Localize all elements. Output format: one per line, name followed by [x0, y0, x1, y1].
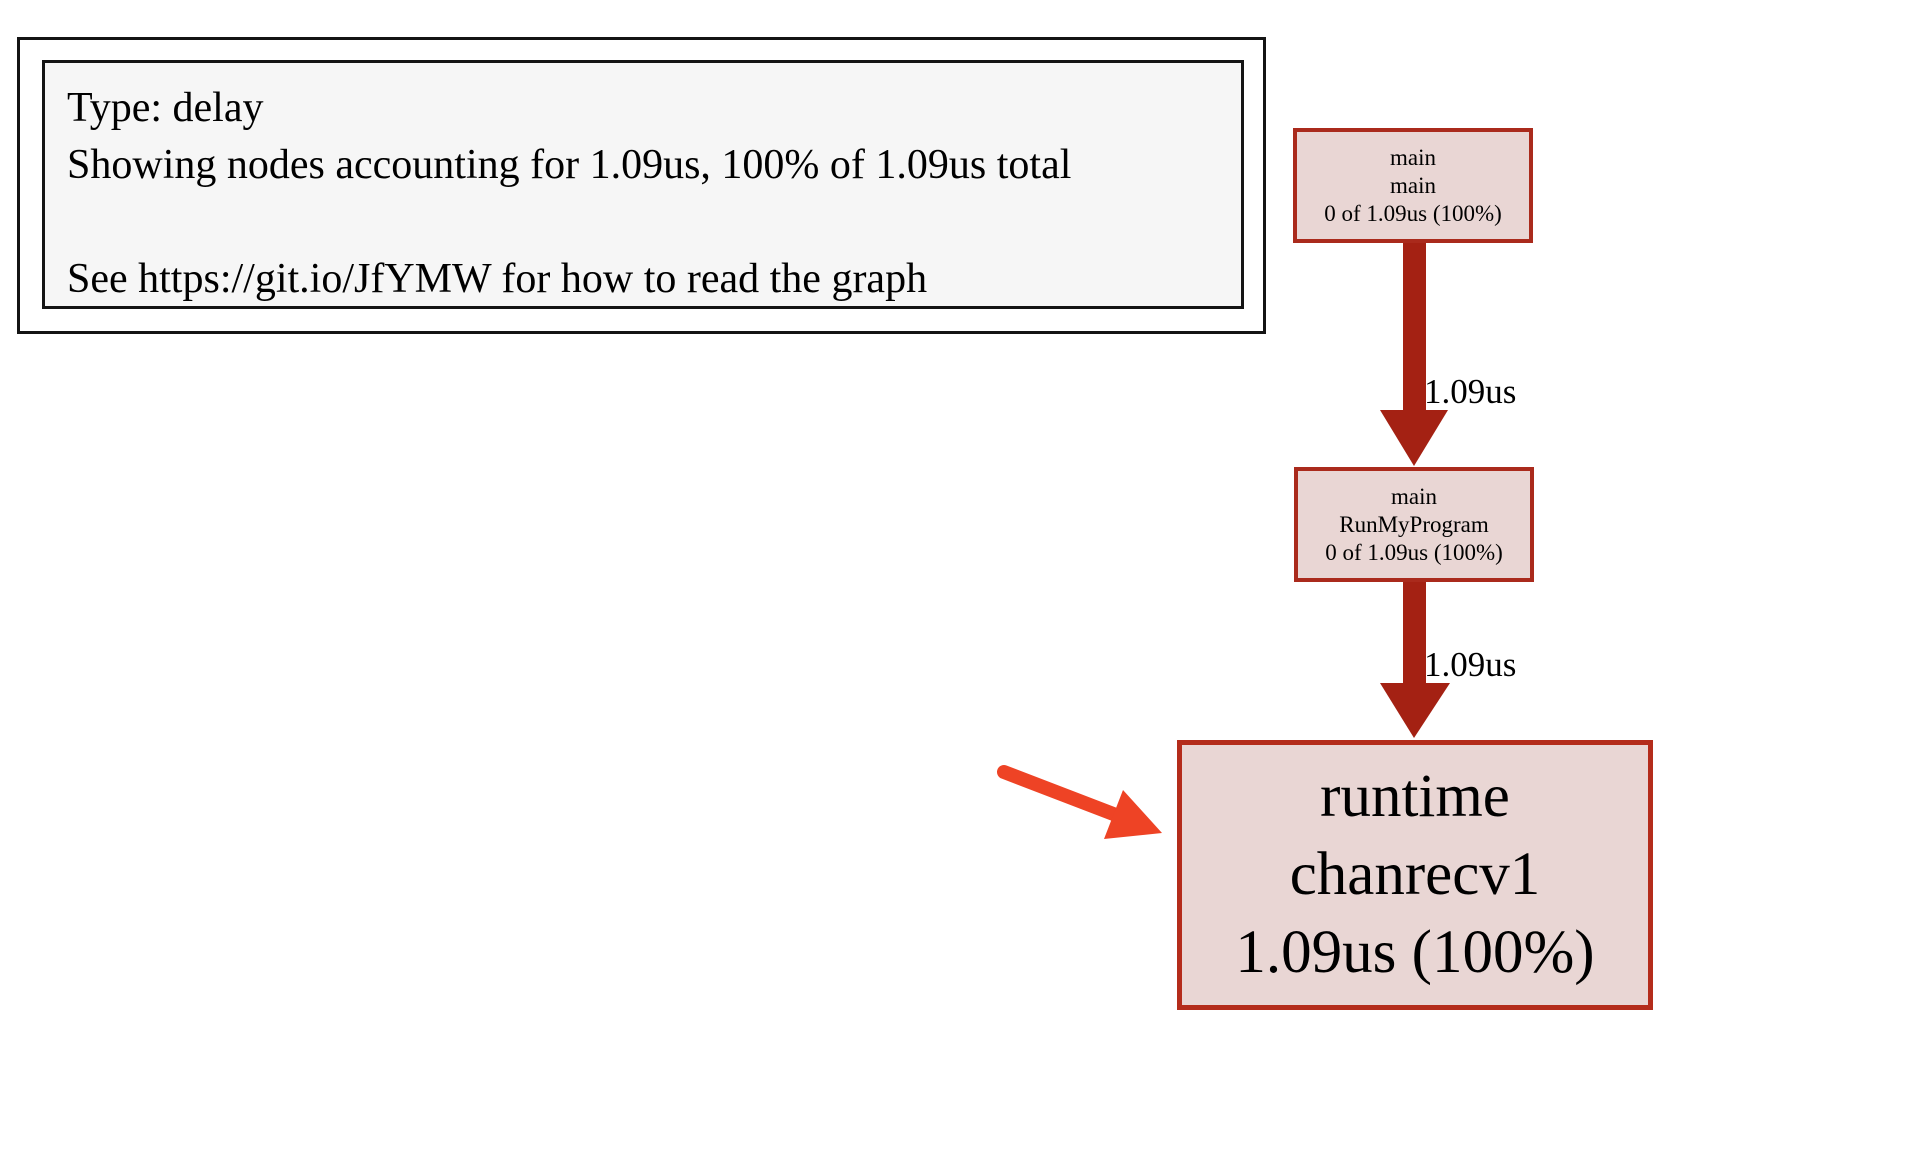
legend-line-type: Type: delay [67, 85, 264, 131]
annotation-arrowhead-icon [1104, 790, 1162, 839]
node-value: 1.09us (100%) [1235, 919, 1595, 986]
legend-line-blank [67, 194, 1231, 251]
legend-line-showing: Showing nodes accounting for 1.09us, 100… [67, 142, 1072, 188]
node-function: RunMyProgram [1339, 511, 1489, 537]
node-package: runtime [1320, 763, 1510, 830]
node-function: chanrecv1 [1289, 841, 1541, 908]
edge-shaft [1403, 243, 1426, 413]
node-value: 0 of 1.09us (100%) [1324, 200, 1502, 226]
node-package: main [1391, 483, 1437, 509]
edge-weight-label: 1.09us [1424, 645, 1517, 684]
node-main-main[interactable]: main main 0 of 1.09us (100%) [1293, 128, 1533, 243]
annotation-arrow-shaft [997, 765, 1123, 822]
legend-line-help-url: See https://git.io/JfYMW for how to read… [67, 256, 928, 302]
node-value: 0 of 1.09us (100%) [1325, 539, 1503, 565]
node-main-runmyprogram[interactable]: main RunMyProgram 0 of 1.09us (100%) [1294, 467, 1534, 582]
edge-weight-label: 1.09us [1424, 372, 1517, 411]
node-function: main [1390, 172, 1436, 198]
edge-main-to-runmyprogram [1380, 243, 1448, 466]
arrowhead-down-icon [1380, 683, 1450, 738]
legend-box: Type: delay Showing nodes accounting for… [17, 37, 1266, 334]
node-runtime-chanrecv1[interactable]: runtime chanrecv1 1.09us (100%) [1177, 740, 1653, 1010]
annotation-pointer-arrow [997, 765, 1162, 839]
legend-text-box: Type: delay Showing nodes accounting for… [42, 60, 1244, 309]
node-package: main [1390, 144, 1436, 170]
arrowhead-down-icon [1380, 410, 1448, 466]
edge-shaft [1403, 582, 1426, 690]
